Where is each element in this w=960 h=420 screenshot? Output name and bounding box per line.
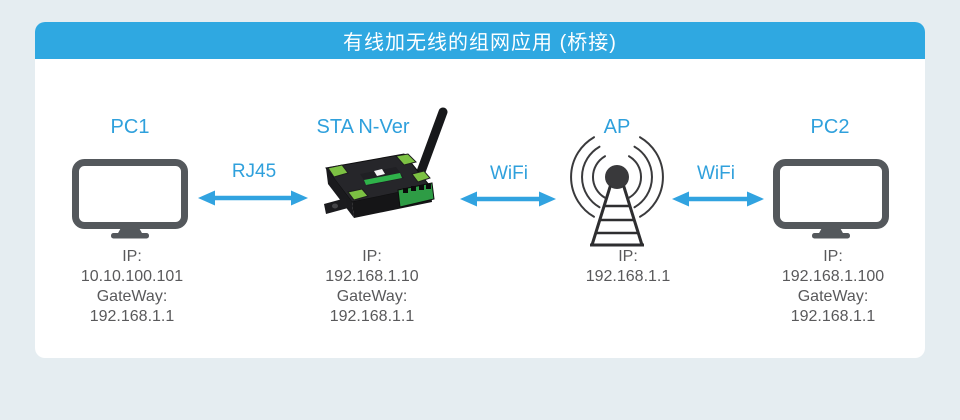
sta-label: STA N-Ver <box>316 116 410 138</box>
pc1-info: IP: 10.10.100.101 GateWay: 192.168.1.1 <box>32 247 232 327</box>
pc2-label: PC2 <box>810 116 850 138</box>
page-title: 有线加无线的组网应用 (桥接) <box>343 32 617 54</box>
monitor-icon <box>72 159 188 239</box>
node-info-line: IP: <box>823 248 843 265</box>
node-info-line: GateWay: <box>336 288 408 305</box>
node-info-line: 192.168.1.1 <box>790 308 876 325</box>
wifi-link-label: WiFi <box>490 163 528 184</box>
node-info-line: 192.168.1.100 <box>781 268 885 285</box>
node-info-line: 192.168.1.1 <box>89 308 175 325</box>
node-info-line: GateWay: <box>797 288 869 305</box>
rj45-link-label: RJ45 <box>231 161 277 182</box>
node-info-line: GateWay: <box>96 288 168 305</box>
double-arrow-icon <box>672 191 764 207</box>
antenna-tower-icon <box>570 136 664 247</box>
node-info-line: 192.168.1.1 <box>329 308 415 325</box>
node-info-line: IP: <box>122 248 142 265</box>
title-bar: 有线加无线的组网应用 (桥接) <box>35 22 925 59</box>
ap-info: IP: 192.168.1.1 <box>528 247 728 287</box>
double-arrow-icon <box>460 191 556 207</box>
pc2-info: IP: 192.168.1.100 GateWay: 192.168.1.1 <box>733 247 933 327</box>
node-info-line: IP: <box>362 248 382 265</box>
node-info-line: IP: <box>618 248 638 265</box>
ap-label: AP <box>603 116 631 138</box>
wifi-serial-device-icon <box>324 107 448 218</box>
pc1-label: PC1 <box>110 116 150 138</box>
wifi-link-label: WiFi <box>697 163 735 184</box>
node-info-line: 10.10.100.101 <box>80 268 184 285</box>
double-arrow-icon <box>198 190 308 206</box>
node-info-line: 192.168.1.1 <box>585 268 671 285</box>
node-info-line: 192.168.1.10 <box>325 268 419 285</box>
sta-info: IP: 192.168.1.10 GateWay: 192.168.1.1 <box>272 247 472 327</box>
monitor-icon <box>773 159 889 239</box>
